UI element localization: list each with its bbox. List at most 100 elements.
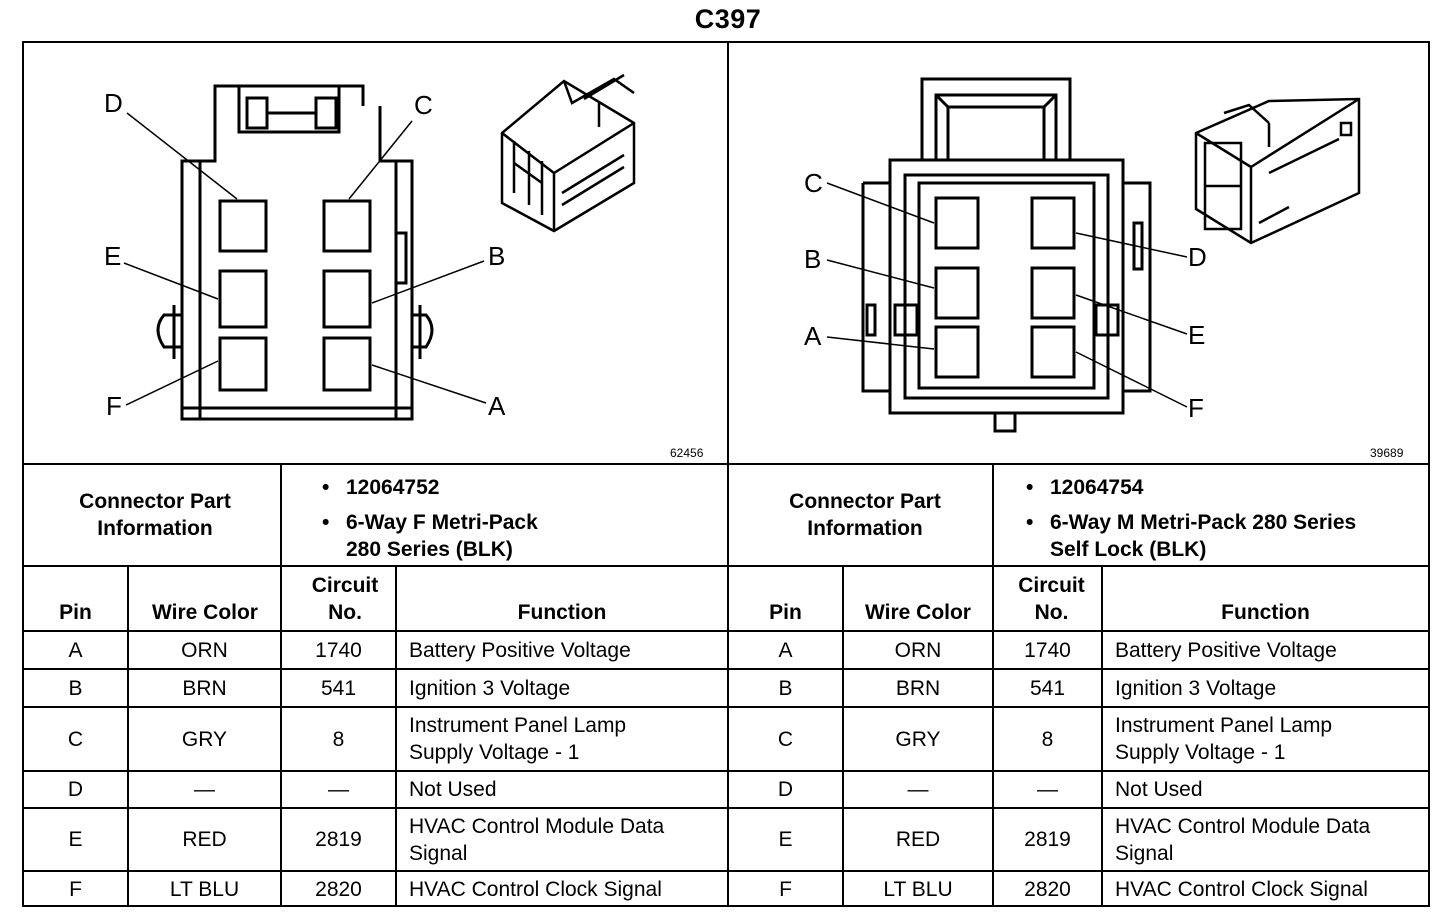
right-wire-color-cell: ORN [894, 638, 942, 662]
function-line-1: Ignition 3 Voltage [1115, 676, 1277, 700]
left-description-line1: 6-Way F Metri-Pack [346, 511, 538, 534]
left-pin-cell: C [67, 727, 84, 751]
left-circuit-cell: 541 [320, 676, 357, 700]
grid-line [127, 565, 129, 907]
left-pin-label-b: B [488, 241, 506, 271]
right-pin-label-b: B [804, 244, 822, 274]
male-connector-face-diagram [826, 77, 1361, 433]
grid-line [22, 807, 1430, 809]
function-line-1: Ignition 3 Voltage [409, 676, 571, 700]
grid-line [992, 463, 994, 907]
left-part-number: 12064752 [346, 476, 440, 499]
right-header-function: Function [1221, 601, 1310, 624]
grid-line [22, 565, 1430, 567]
left-description-line2: 280 Series (BLK) [346, 538, 513, 561]
right-function-cell: HVAC Control Clock Signal [1103, 872, 1428, 907]
left-figure-number: 62456 [670, 446, 704, 460]
function-line-1: HVAC Control Clock Signal [409, 878, 662, 901]
right-pin-cell: C [777, 727, 794, 751]
left-pin-cell: A [68, 638, 83, 662]
right-pin-label-c: C [804, 168, 823, 198]
left-pin-cell: B [68, 676, 83, 700]
grid-line [395, 565, 397, 907]
right-pin-label-f: F [1188, 393, 1204, 423]
right-circuit-cell: 541 [1029, 676, 1066, 700]
left-function-cell: Battery Positive Voltage [397, 632, 727, 668]
right-function-cell: Battery Positive Voltage [1103, 632, 1428, 668]
right-pin-label-a: A [804, 321, 822, 351]
left-wire-color-cell: — [194, 778, 215, 801]
right-wire-color-cell: BRN [895, 676, 941, 700]
function-line-1: HVAC Control Module Data [1115, 814, 1371, 838]
center-divider [727, 41, 729, 907]
function-line-1: Instrument Panel Lamp [409, 714, 627, 737]
left-header-function: Function [517, 601, 607, 624]
connector-sheet-frame [22, 41, 1430, 907]
left-part-info: •12064752 •6-Way F Metri-Pack 280 Series… [322, 476, 538, 561]
right-figure-number: 39689 [1370, 446, 1404, 460]
grid-line [22, 870, 1430, 872]
left-pin-label-e: E [104, 241, 122, 271]
right-wire-color-cell: GRY [895, 727, 941, 751]
right-header-wire-color: Wire Color [865, 601, 971, 624]
left-pin-label-d: D [104, 88, 123, 118]
left-header-circuit: Circuit No. [311, 574, 379, 624]
right-pin-label-d: D [1188, 242, 1207, 272]
left-wire-color-cell: BRN [182, 676, 227, 700]
left-function-cell: Not Used [397, 772, 727, 807]
function-line-1: Battery Positive Voltage [409, 638, 631, 662]
left-pin-cell: F [69, 878, 82, 901]
left-circuit-cell: 2819 [315, 828, 362, 851]
grid-line [842, 565, 844, 907]
right-pin-cell: D [777, 778, 794, 801]
female-connector-face-diagram [123, 73, 636, 421]
right-circuit-cell: 2820 [1024, 878, 1071, 901]
left-connector-info-label: Connector Part Information [79, 490, 231, 540]
function-line-1: HVAC Control Clock Signal [1115, 878, 1368, 901]
right-pin-cell: B [778, 676, 793, 700]
left-circuit-cell: — [328, 778, 349, 801]
right-part-info: •12064754 •6-Way M Metri-Pack 280 Series… [1026, 476, 1357, 561]
right-wire-color-cell: RED [895, 828, 941, 851]
connector-title: C397 [694, 4, 762, 34]
right-circuit-cell: 2819 [1024, 828, 1071, 851]
right-pin-cell: F [779, 878, 792, 901]
right-circuit-cell: — [1037, 778, 1058, 801]
right-description-line2: Self Lock (BLK) [1050, 538, 1207, 561]
function-line-2: Signal [1115, 841, 1174, 865]
right-wire-color-cell: LT BLU [883, 878, 953, 901]
left-pin-label-f: F [106, 391, 122, 421]
left-function-cell: Ignition 3 Voltage [397, 670, 727, 706]
right-header-circuit: Circuit No. [1018, 574, 1085, 624]
right-function-cell: Not Used [1103, 772, 1428, 807]
left-pin-label-a: A [488, 391, 506, 421]
function-line-1: Not Used [409, 778, 497, 801]
grid-line [22, 770, 1430, 772]
grid-line [280, 463, 282, 907]
function-line-2: Signal [409, 841, 468, 865]
left-function-cell: HVAC Control Clock Signal [397, 872, 727, 907]
left-pin-label-c: C [414, 90, 433, 120]
function-line-1: Instrument Panel Lamp [1115, 714, 1333, 737]
grid-line [22, 463, 1430, 465]
grid-line [1101, 565, 1103, 907]
right-description-line1: 6-Way M Metri-Pack 280 Series [1050, 511, 1357, 534]
left-header-pin: Pin [59, 601, 92, 624]
function-line-1: Not Used [1115, 778, 1203, 801]
right-pin-label-e: E [1188, 320, 1206, 350]
right-circuit-cell: 1740 [1024, 638, 1071, 662]
function-line-2: Supply Voltage - 1 [409, 741, 580, 764]
left-circuit-cell: 8 [332, 727, 345, 751]
grid-line [22, 668, 1430, 670]
left-wire-color-cell: GRY [181, 727, 228, 751]
right-header-pin: Pin [769, 601, 802, 624]
function-line-2: Supply Voltage - 1 [1115, 741, 1286, 764]
left-pin-cell: E [68, 828, 83, 851]
left-circuit-cell: 1740 [315, 638, 362, 662]
left-wire-color-cell: ORN [181, 638, 228, 662]
right-part-number: 12064754 [1050, 476, 1144, 499]
